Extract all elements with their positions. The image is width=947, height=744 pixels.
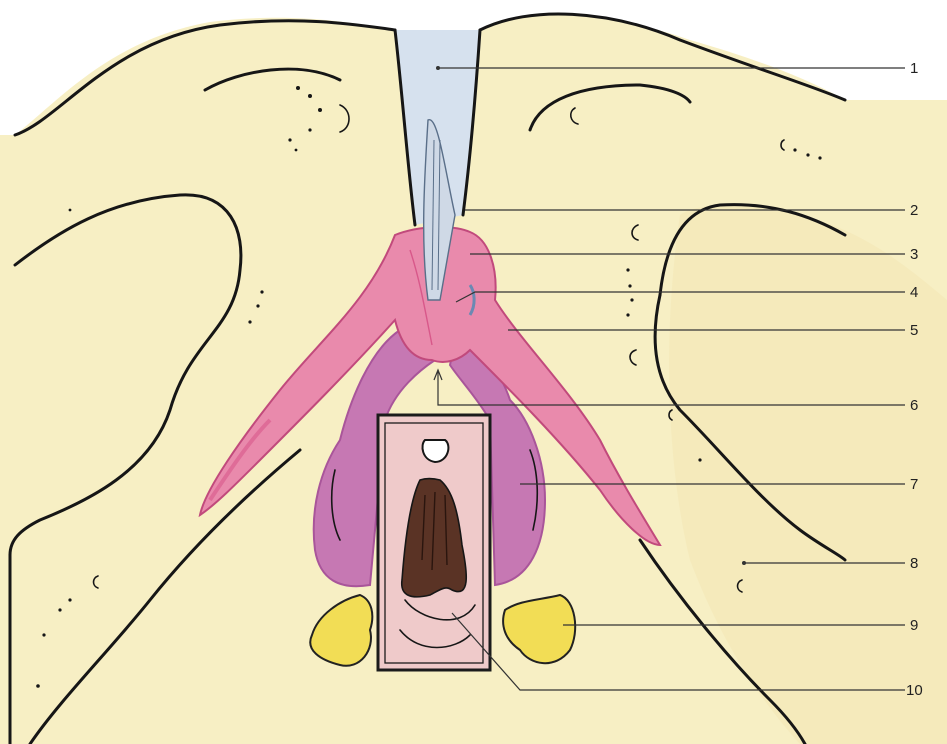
label-7: 7 xyxy=(910,476,918,493)
vestibule-window xyxy=(378,415,490,670)
label-9: 9 xyxy=(910,617,918,634)
label-8: 8 xyxy=(910,555,918,572)
label-6: 6 xyxy=(910,397,918,414)
label-10: 10 xyxy=(906,682,923,699)
label-5: 5 xyxy=(910,322,918,339)
label-2: 2 xyxy=(910,202,918,219)
label-1: 1 xyxy=(910,60,918,77)
label-4: 4 xyxy=(910,284,918,301)
label-3: 3 xyxy=(910,246,918,263)
